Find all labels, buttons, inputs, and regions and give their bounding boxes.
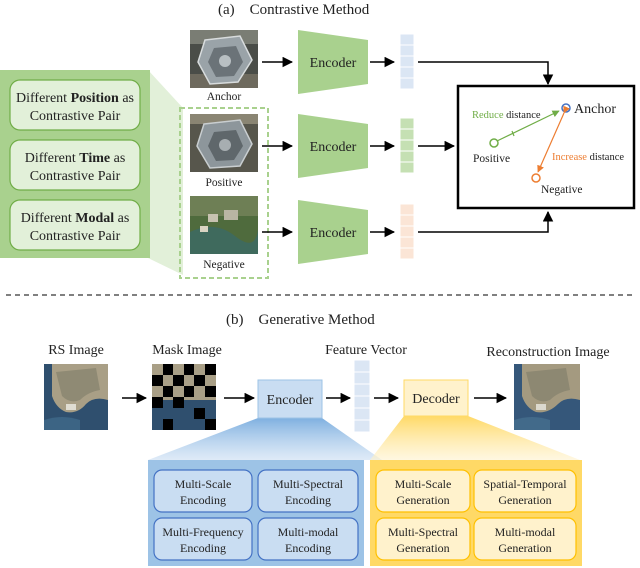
svg-text:Encoding: Encoding bbox=[180, 541, 226, 555]
svg-text:Encoder: Encoder bbox=[310, 226, 357, 241]
space-anchor-label: Anchor bbox=[574, 102, 616, 117]
svg-text:Generation: Generation bbox=[498, 493, 551, 507]
encoder-negative: Encoder bbox=[298, 200, 368, 264]
svg-text:Multi-Frequency: Multi-Frequency bbox=[162, 525, 243, 539]
svg-text:Generation: Generation bbox=[396, 493, 449, 507]
svg-text:Encoder: Encoder bbox=[310, 140, 357, 155]
generative-encoder: Encoder bbox=[148, 379, 382, 460]
negative-image-label: Negative bbox=[203, 259, 245, 271]
arrow-negative-vector-to-space bbox=[418, 210, 554, 233]
pair-panel-connector bbox=[148, 70, 183, 275]
task-multi-scale-generation: Multi-Scale Generation bbox=[375, 469, 471, 513]
encoder-task-panel: Multi-Scale Encoding Multi-Spectral Enco… bbox=[148, 460, 364, 566]
svg-text:Different Position as: Different Position as bbox=[16, 91, 134, 106]
embedding-space: Anchor Positive Negative Reduce distance… bbox=[456, 84, 636, 210]
reconstruction-image bbox=[514, 364, 580, 430]
encoder-projection bbox=[148, 418, 382, 460]
encoder-anchor: Encoder bbox=[298, 30, 368, 94]
pair-box-modal: Different Modal as Contrastive Pair bbox=[9, 199, 141, 251]
rs-image-label: RS Image bbox=[48, 343, 104, 358]
reduce-distance-label: Reduce distance bbox=[472, 110, 541, 121]
svg-text:Multi-Spectral: Multi-Spectral bbox=[388, 525, 459, 539]
contrastive-pair-panel: Different Position as Contrastive Pair D… bbox=[0, 70, 269, 279]
section-a-title: (a) Contrastive Method bbox=[218, 2, 370, 18]
increase-distance-arrow bbox=[537, 105, 570, 173]
task-multi-modal-generation: Multi-modal Generation bbox=[473, 517, 577, 561]
svg-text:Encoder: Encoder bbox=[267, 393, 314, 408]
task-spatial-temporal-generation: Spatial-Temporal Generation bbox=[473, 469, 577, 513]
decoder-projection bbox=[370, 416, 580, 460]
svg-text:Multi-Scale: Multi-Scale bbox=[175, 477, 232, 491]
svg-text:Encoding: Encoding bbox=[180, 493, 226, 507]
arrow-anchor-vector-to-space bbox=[418, 61, 554, 86]
reduce-distance-tail bbox=[511, 130, 515, 137]
svg-text:Spatial-Temporal: Spatial-Temporal bbox=[483, 477, 567, 491]
negative-point bbox=[531, 173, 541, 183]
mask-image bbox=[152, 364, 216, 430]
space-negative-label: Negative bbox=[541, 184, 583, 196]
decoder-task-panel: Multi-Scale Generation Spatial-Temporal … bbox=[370, 460, 582, 566]
svg-text:Generation: Generation bbox=[498, 541, 551, 555]
negative-image bbox=[190, 196, 258, 254]
increase-distance-label: Increase distance bbox=[552, 152, 624, 163]
svg-text:Multi-modal: Multi-modal bbox=[495, 525, 556, 539]
space-positive-label: Positive bbox=[473, 153, 510, 165]
svg-text:Encoding: Encoding bbox=[285, 493, 331, 507]
anchor-feature-vector bbox=[399, 33, 415, 90]
rs-image bbox=[44, 364, 108, 430]
anchor-image-label: Anchor bbox=[207, 91, 242, 103]
encoder-positive: Encoder bbox=[298, 114, 368, 178]
section-b-title: (b) Generative Method bbox=[226, 312, 375, 328]
svg-text:Multi-Spectral: Multi-Spectral bbox=[273, 477, 344, 491]
svg-text:Decoder: Decoder bbox=[412, 392, 460, 407]
positive-point bbox=[489, 138, 499, 148]
positive-image bbox=[190, 114, 258, 172]
svg-text:Contrastive Pair: Contrastive Pair bbox=[30, 109, 121, 124]
pair-group-dashed-box bbox=[179, 107, 269, 279]
svg-text:Encoder: Encoder bbox=[310, 56, 357, 71]
svg-text:Different Modal as: Different Modal as bbox=[21, 211, 130, 226]
svg-text:Different Time as: Different Time as bbox=[25, 151, 126, 166]
mask-image-label: Mask Image bbox=[152, 343, 222, 358]
svg-text:Multi-modal: Multi-modal bbox=[278, 525, 339, 539]
positive-feature-vector bbox=[399, 117, 415, 174]
task-multi-spectral-generation: Multi-Spectral Generation bbox=[375, 517, 471, 561]
svg-text:Encoding: Encoding bbox=[285, 541, 331, 555]
task-multi-modal-encoding: Multi-modal Encoding bbox=[257, 517, 359, 561]
pair-box-time: Different Time as Contrastive Pair bbox=[9, 139, 141, 191]
anchor-image bbox=[190, 30, 258, 88]
svg-text:Contrastive Pair: Contrastive Pair bbox=[30, 169, 121, 184]
generative-decoder: Decoder bbox=[370, 379, 580, 460]
negative-feature-vector bbox=[399, 203, 415, 260]
svg-text:Generation: Generation bbox=[396, 541, 449, 555]
reconstruction-image-label: Reconstruction Image bbox=[486, 345, 609, 360]
positive-image-label: Positive bbox=[205, 177, 242, 189]
generative-feature-vector bbox=[353, 359, 371, 433]
pair-box-position: Different Position as Contrastive Pair bbox=[9, 79, 141, 131]
svg-text:Contrastive Pair: Contrastive Pair bbox=[30, 229, 121, 244]
svg-text:Multi-Scale: Multi-Scale bbox=[395, 477, 452, 491]
task-multi-scale-encoding: Multi-Scale Encoding bbox=[153, 469, 253, 513]
feature-vector-label: Feature Vector bbox=[325, 343, 407, 358]
task-multi-frequency-encoding: Multi-Frequency Encoding bbox=[153, 517, 253, 561]
task-multi-spectral-encoding: Multi-Spectral Encoding bbox=[257, 469, 359, 513]
